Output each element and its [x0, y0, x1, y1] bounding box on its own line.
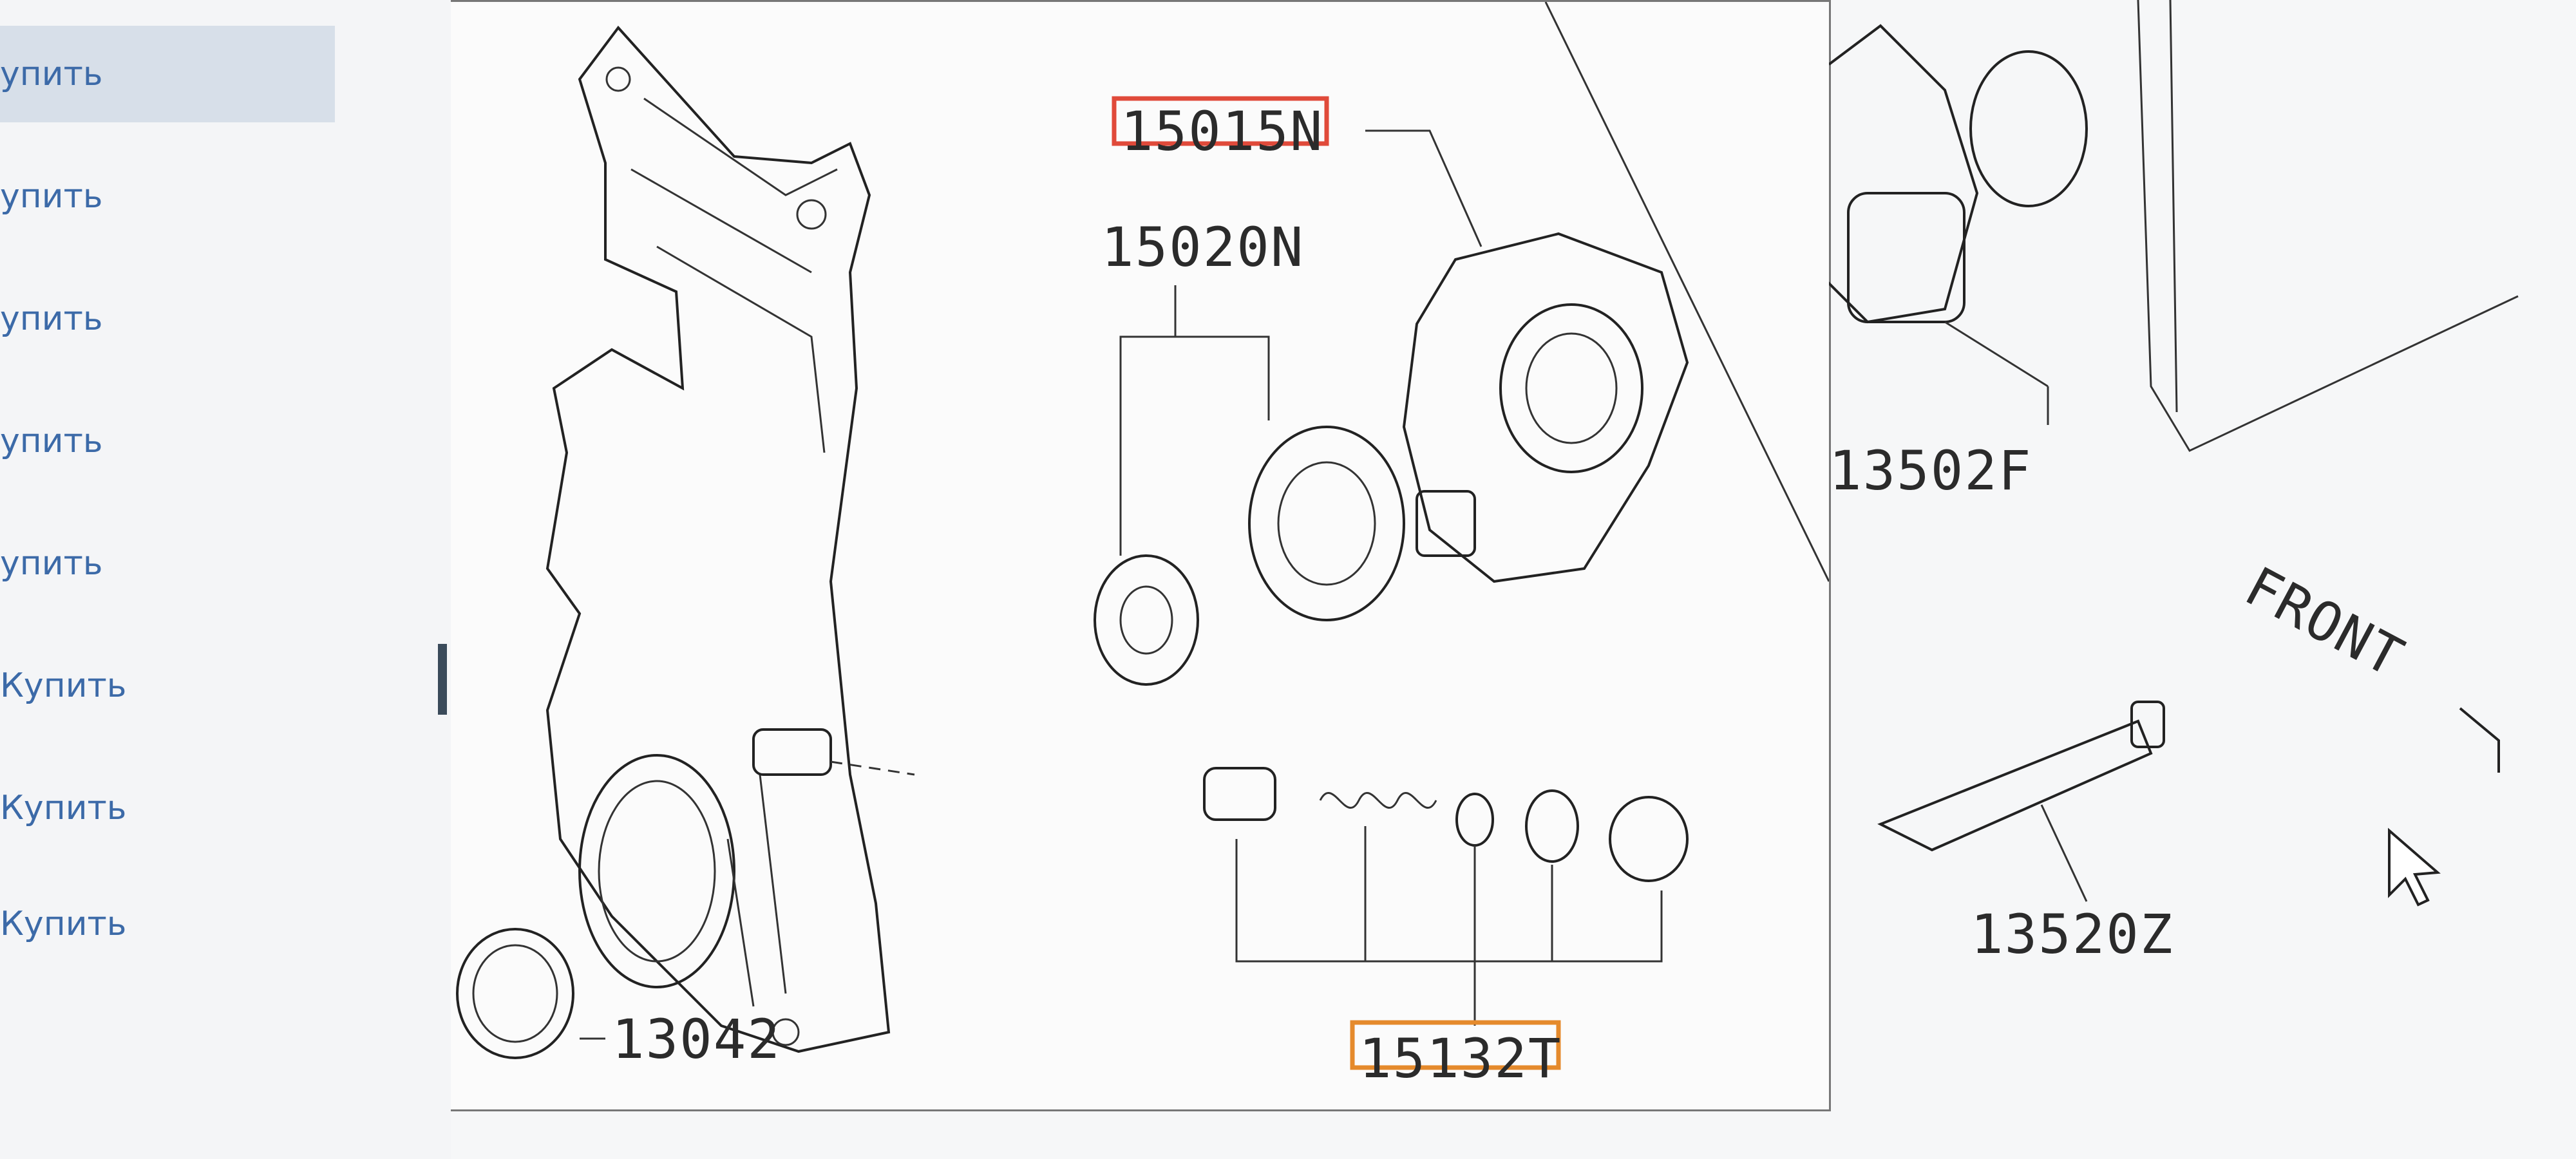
part-number-15015N[interactable]: 15015N: [1121, 100, 1323, 163]
part-number-13502F[interactable]: 13502F: [1829, 439, 2032, 502]
parts-diagram[interactable]: 13042 15020N 15015N: [451, 0, 1831, 1111]
parts-diagram-canvas: 13042 15020N 15015N: [456, 2, 1829, 1090]
selected-part-highlight: [1112, 96, 1329, 146]
buy-link[interactable]: упить: [0, 393, 335, 489]
sealant-tube-drawing: [1877, 701, 2165, 902]
buy-link[interactable]: Купить: [0, 876, 335, 972]
buy-link-label: упить: [0, 422, 103, 460]
front-arrow-icon: [2459, 707, 2500, 773]
relief-valve-kit-drawing: [1203, 767, 1689, 1026]
front-direction-label: FRONT: [2235, 554, 2414, 690]
oil-pump-housing-drawing: [1365, 129, 1689, 583]
buy-link[interactable]: Купить: [0, 760, 335, 856]
timing-cover-part-drawing: [1829, 0, 2519, 452]
buy-link-label: упить: [0, 299, 103, 338]
diagram-divider-line: [1544, 2, 1829, 582]
scrollbar-handle[interactable]: [438, 644, 447, 715]
buy-link-label: Купить: [0, 905, 127, 943]
mouse-cursor-icon: [2388, 827, 2441, 907]
parts-diagram-extension: 13502F FRONT 13520Z: [1829, 0, 2519, 966]
buy-link[interactable]: Купить: [0, 637, 335, 734]
sidebar: упить упить упить упить упить Купить Куп…: [0, 0, 452, 1159]
buy-link[interactable]: упить: [0, 26, 335, 122]
buy-link[interactable]: упить: [0, 270, 335, 367]
part-number-15020N[interactable]: 15020N: [1101, 216, 1304, 279]
buy-link-label: Купить: [0, 789, 127, 827]
buy-link[interactable]: упить: [0, 148, 335, 245]
secondary-part-highlight: [1350, 1020, 1561, 1070]
buy-link-label: упить: [0, 177, 103, 216]
part-number-13042[interactable]: 13042: [612, 1008, 781, 1071]
front-seal-drawing: [456, 928, 605, 1059]
part-number-13520Z[interactable]: 13520Z: [1971, 903, 2174, 966]
part-number-15132T[interactable]: 15132T: [1359, 1027, 1562, 1090]
buy-link-label: Купить: [0, 666, 127, 705]
timing-cover-drawing: [545, 25, 915, 1053]
oil-pump-gears-drawing: [1094, 285, 1405, 686]
buy-link-label: упить: [0, 55, 103, 93]
buy-link[interactable]: упить: [0, 515, 335, 612]
buy-link-label: упить: [0, 544, 103, 583]
